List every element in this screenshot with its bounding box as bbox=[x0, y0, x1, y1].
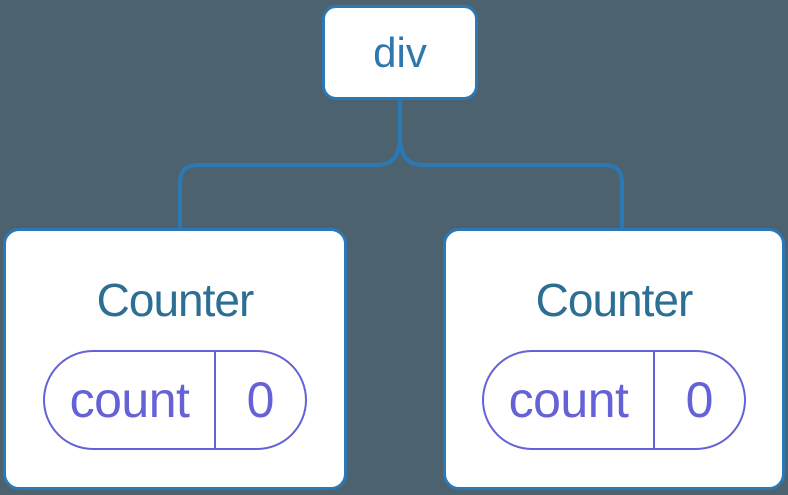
component-name: Counter bbox=[535, 274, 694, 326]
component-card-left: Counter count 0 bbox=[3, 228, 347, 490]
component-name: Counter bbox=[96, 274, 255, 326]
root-node: div bbox=[322, 5, 478, 100]
component-card-right: Counter count 0 bbox=[443, 228, 785, 490]
state-value: 0 bbox=[214, 352, 305, 448]
state-pill: count 0 bbox=[482, 350, 746, 450]
connector-branch-left bbox=[178, 99, 402, 230]
root-node-label: div bbox=[373, 28, 427, 76]
state-key: count bbox=[69, 372, 190, 428]
state-key: count bbox=[508, 372, 629, 428]
state-value: 0 bbox=[653, 352, 744, 448]
state-pill: count 0 bbox=[43, 350, 307, 450]
connector-branch-right bbox=[398, 99, 624, 230]
